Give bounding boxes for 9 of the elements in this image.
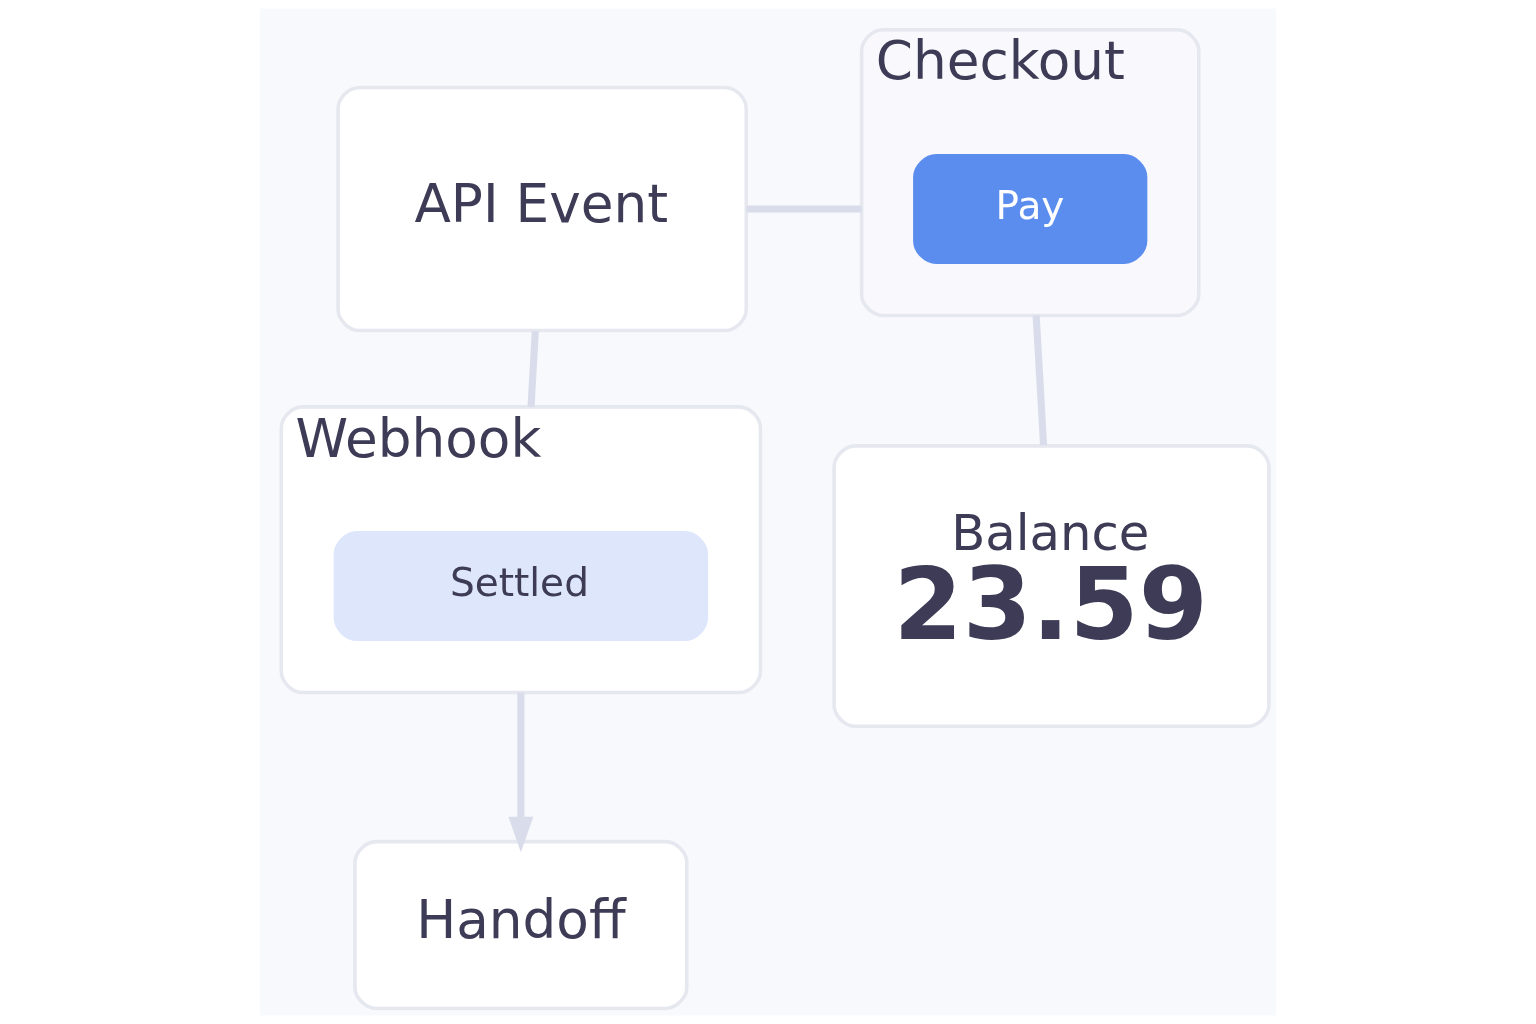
node-box: Handoff (353, 839, 689, 1011)
node-box: API Event (336, 85, 749, 333)
arrow (508, 692, 534, 853)
connector (746, 205, 862, 213)
node-box: Settled (333, 531, 709, 642)
connector (1032, 315, 1048, 446)
node-box: Balance 23.59 (832, 444, 1271, 729)
node-box: Pay (913, 153, 1148, 264)
connector (527, 330, 539, 408)
